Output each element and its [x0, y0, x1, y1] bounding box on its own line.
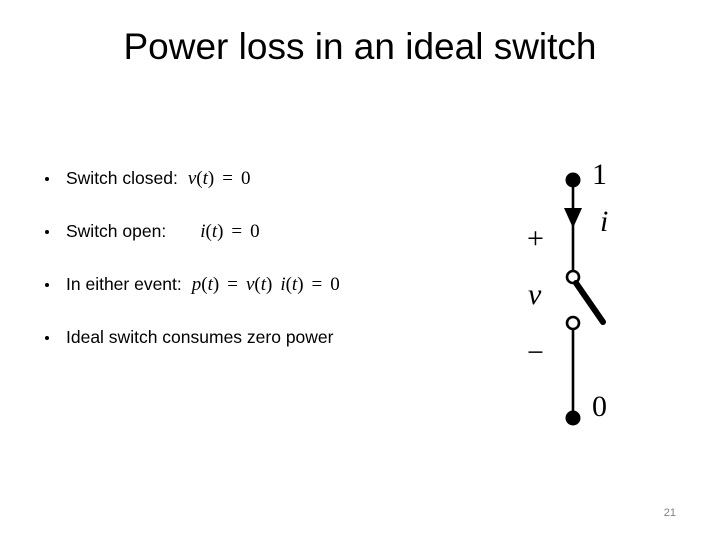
math-var-i: i	[280, 274, 286, 295]
math-var-v: v	[245, 274, 255, 295]
switch-contact-lower[interactable]	[565, 315, 581, 331]
math-var-p: p	[191, 274, 202, 295]
math-var-v: v	[187, 168, 197, 189]
slide-page-number: 21	[663, 507, 676, 519]
math-paren-open: (	[196, 168, 203, 189]
math-equals: =	[222, 168, 233, 189]
bullet-list: Switch closed: v(t)=0 Switch open: i(t)=…	[38, 168, 488, 380]
math-value-zero: 0	[240, 168, 251, 189]
bullet-math-voltage-zero: v(t) = 0	[188, 169, 251, 189]
math-var-t: t	[291, 274, 298, 295]
label-current: i	[600, 205, 609, 238]
math-paren-close: )	[217, 221, 224, 242]
math-value-zero: 0	[250, 221, 260, 242]
math-var-i: i	[200, 221, 206, 242]
math-paren-close: )	[212, 274, 220, 295]
bullet-dot-icon	[45, 336, 49, 340]
math-value-zero: 0	[330, 274, 340, 295]
bullet-dot-icon	[45, 283, 49, 287]
label-node-bottom: 0	[592, 390, 607, 423]
ideal-switch-circuit-diagram: 1 i + v − 0	[500, 150, 675, 440]
math-var-t: t	[260, 274, 266, 295]
math-paren-open: (	[285, 274, 292, 295]
bullet-math-power-zero: p(t)=v(t)i(t)=0	[192, 275, 340, 295]
math-var-t: t	[202, 168, 208, 189]
math-equals: =	[227, 274, 238, 295]
current-arrow-icon	[564, 208, 582, 228]
math-paren-close: )	[207, 168, 215, 189]
bullet-label-zero-power: Ideal switch consumes zero power	[66, 327, 334, 347]
label-polarity-plus: +	[527, 222, 544, 255]
bullet-label-either-event: In either event:	[66, 274, 182, 294]
math-paren-open: (	[254, 274, 261, 295]
label-voltage: v	[528, 278, 542, 311]
label-node-top: 1	[592, 158, 607, 191]
math-equals: =	[231, 221, 243, 242]
math-equals: =	[311, 274, 323, 295]
math-paren-close: )	[297, 274, 304, 295]
bullet-dot-icon	[45, 177, 49, 181]
math-var-t: t	[207, 274, 213, 295]
list-item: Switch closed: v(t) = 0	[38, 168, 488, 221]
bullet-label-switch-closed: Switch closed:	[66, 168, 178, 188]
list-item: Switch open: i(t) = 0	[38, 221, 488, 274]
circuit-svg	[564, 172, 606, 426]
label-polarity-minus: −	[527, 336, 544, 369]
switch-blade[interactable]	[573, 280, 606, 325]
list-item: In either event: p(t)=v(t)i(t)=0	[38, 274, 488, 327]
math-paren-open: (	[201, 274, 208, 295]
math-paren-close: )	[265, 274, 273, 295]
page-title: Power loss in an ideal switch	[123, 26, 597, 67]
math-var-t: t	[211, 221, 218, 242]
bullet-math-current-zero: i(t) = 0	[200, 222, 259, 242]
bullet-dot-icon	[45, 230, 49, 234]
math-paren-open: (	[205, 221, 212, 242]
terminal-node-bottom-dot	[565, 410, 581, 426]
bullet-label-switch-open: Switch open:	[66, 221, 167, 241]
list-item: Ideal switch consumes zero power	[38, 327, 488, 380]
